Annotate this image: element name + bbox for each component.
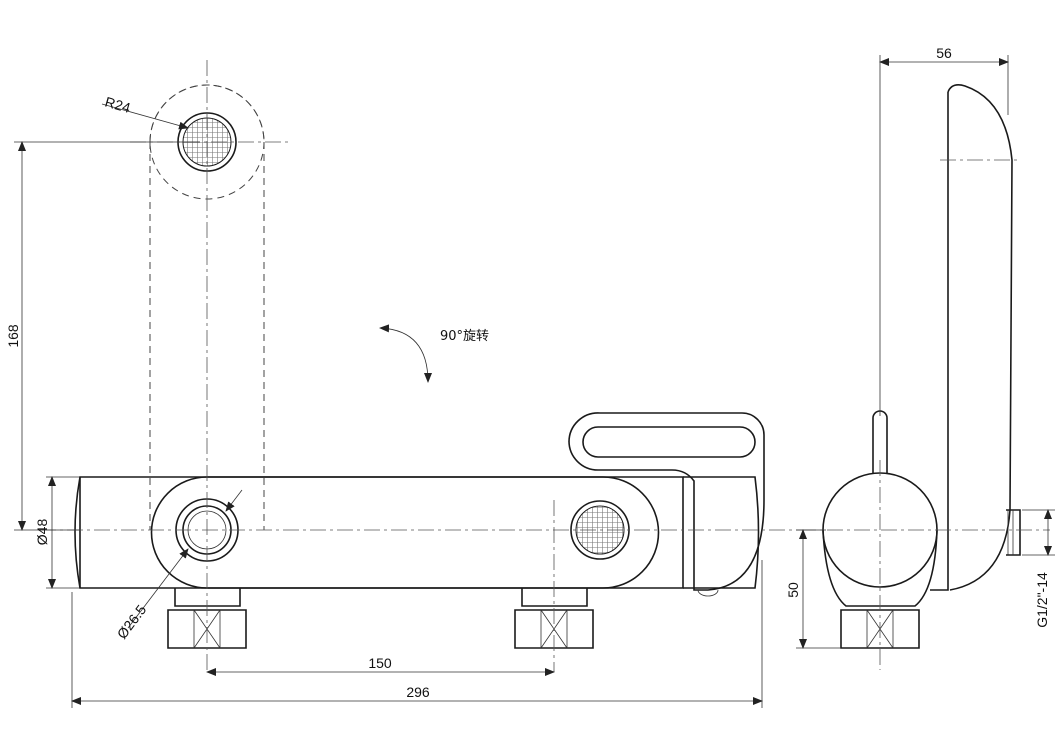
rotation-label: 90°旋转 <box>440 329 489 344</box>
dim-r24-label: R24 <box>103 94 132 117</box>
dim-168: 168 <box>5 141 200 531</box>
dim-168-label: 168 <box>5 324 21 348</box>
dim-r24: R24 <box>101 94 189 130</box>
dim-dia-48-label: Ø48 <box>34 519 50 546</box>
dimensions: 168 Ø48 R24 Ø26.5 150 <box>5 45 1055 708</box>
dim-56-label: 56 <box>936 45 952 61</box>
lever-handle <box>568 412 765 597</box>
dim-thread: G1/2"-14 <box>1022 509 1055 628</box>
spout-slot <box>150 476 660 589</box>
inlet-right <box>514 588 594 649</box>
dim-dia-48: Ø48 <box>34 476 80 589</box>
dim-50-label: 50 <box>785 582 801 598</box>
rotation-annotation: 90°旋转 <box>379 324 489 383</box>
inlet-left <box>167 588 247 649</box>
dim-150: 150 <box>206 655 555 676</box>
dim-thread-label: G1/2"-14 <box>1034 572 1050 628</box>
dim-50: 50 <box>785 529 841 649</box>
side-view <box>800 84 1050 670</box>
dim-dia-26-5-label: Ø26.5 <box>114 602 150 642</box>
dim-296-label: 296 <box>406 684 430 700</box>
dim-296: 296 <box>71 560 763 708</box>
front-view <box>40 60 800 672</box>
dim-150-label: 150 <box>368 655 392 671</box>
dim-56: 56 <box>879 45 1009 416</box>
mixer-body <box>74 476 760 589</box>
